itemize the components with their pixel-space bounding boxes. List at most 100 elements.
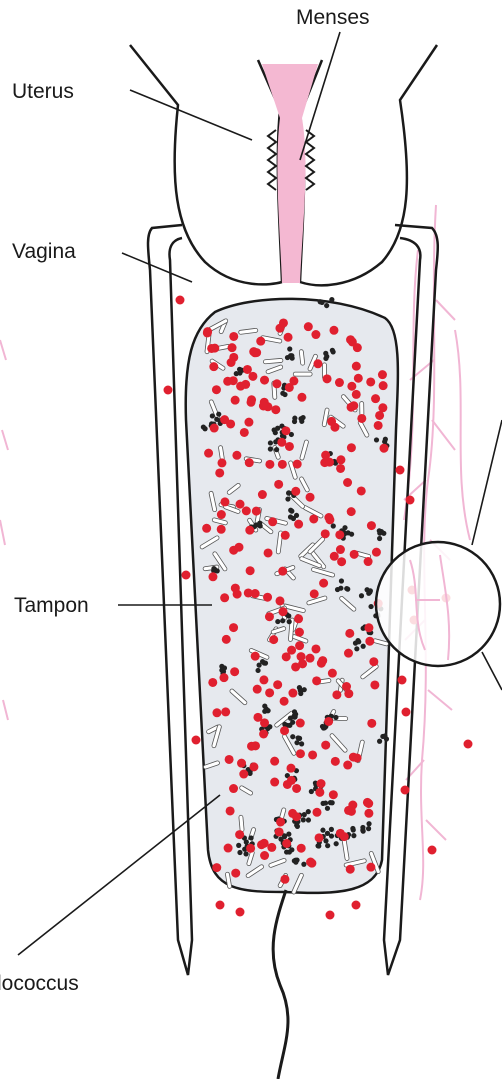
staph-dot (296, 749, 305, 758)
staph-dot (256, 337, 265, 346)
tampon-fiber (360, 402, 364, 417)
staph-dot (401, 786, 410, 795)
label-staphylococcus: lococcus (0, 972, 79, 996)
staph-dot (230, 667, 239, 676)
staph-dot (298, 659, 307, 668)
staph-dot (347, 507, 356, 516)
staph-dot (330, 552, 339, 561)
staph-dot (317, 659, 326, 668)
staph-dot (280, 697, 289, 706)
staph-dot (367, 521, 376, 530)
staph-dot (231, 584, 240, 593)
staph-dot (253, 713, 262, 722)
staph-dot (220, 593, 229, 602)
staph-dot (210, 344, 219, 353)
staph-dot (347, 382, 356, 391)
staph-dot (212, 708, 221, 717)
staph-dot (279, 318, 288, 327)
staph-dot (294, 614, 303, 623)
staph-dot (313, 359, 322, 368)
staph-dot (324, 513, 333, 522)
staph-dot (312, 808, 321, 817)
staph-dot (347, 443, 356, 452)
staph-dot (297, 393, 306, 402)
staph-dot (247, 395, 256, 404)
staph-dot (344, 649, 353, 658)
staph-dot (243, 365, 252, 374)
staph-dot (232, 451, 241, 460)
staph-dot (240, 428, 249, 437)
staph-dot (311, 644, 320, 653)
staph-dot (231, 396, 240, 405)
staph-dot (258, 490, 267, 499)
staph-dot (209, 362, 218, 371)
staph-dot (229, 784, 238, 793)
staph-dot (176, 296, 185, 305)
staph-dot (398, 676, 407, 685)
staph-dot (182, 571, 191, 580)
staph-dot (225, 755, 234, 764)
staph-dot (212, 385, 221, 394)
staph-dot (270, 757, 279, 766)
staph-dot (295, 641, 304, 650)
staph-dot (345, 629, 354, 638)
staph-dot (215, 468, 224, 477)
staph-dot (246, 844, 255, 853)
staph-dot (202, 524, 211, 533)
staph-dot (204, 449, 213, 458)
staph-dot (216, 901, 225, 910)
staph-dot (235, 830, 244, 839)
staph-dot (336, 455, 345, 464)
staph-dot (342, 682, 351, 691)
staph-dot (315, 788, 324, 797)
staph-dot (220, 415, 229, 424)
staph-dot (277, 438, 286, 447)
staph-dot (357, 414, 366, 423)
staph-dot (227, 358, 236, 367)
staph-dot (353, 753, 362, 762)
staph-dot (297, 844, 306, 853)
staph-dot (241, 380, 250, 389)
staph-dot (244, 588, 253, 597)
staph-dot (347, 403, 356, 412)
staph-dot (372, 548, 381, 557)
staph-dot (346, 335, 355, 344)
staph-dot (231, 869, 240, 878)
staph-dot (292, 784, 301, 793)
staph-dot (396, 466, 405, 475)
staph-dot (267, 843, 276, 852)
staph-dot (223, 377, 232, 386)
staph-dot (364, 623, 373, 632)
staph-dot (326, 911, 335, 920)
staph-dot (246, 566, 255, 575)
staph-dot (306, 493, 315, 502)
staph-dot (212, 863, 221, 872)
staph-dot (164, 386, 173, 395)
staph-dot (275, 827, 284, 836)
staph-dot (281, 426, 290, 435)
staph-dot (306, 858, 315, 867)
staph-dot (379, 444, 388, 453)
staph-dot (364, 809, 373, 818)
staph-dot (208, 572, 217, 581)
staph-dot (282, 652, 291, 661)
staph-dot (367, 719, 376, 728)
staph-dot (346, 865, 355, 874)
staph-dot (259, 729, 268, 738)
staph-dot (428, 846, 437, 855)
staph-dot (228, 343, 237, 352)
staph-dot (283, 780, 292, 789)
staph-dot (251, 652, 260, 661)
staph-dot (288, 809, 297, 818)
staph-dot (208, 678, 217, 687)
staph-dot (311, 330, 320, 339)
staph-dot (335, 530, 344, 539)
staph-dot (260, 376, 269, 385)
staph-dot (217, 525, 226, 534)
staph-dot (239, 770, 248, 779)
staph-dot (321, 529, 330, 538)
staph-dot (274, 480, 283, 489)
staph-dot (221, 707, 230, 716)
